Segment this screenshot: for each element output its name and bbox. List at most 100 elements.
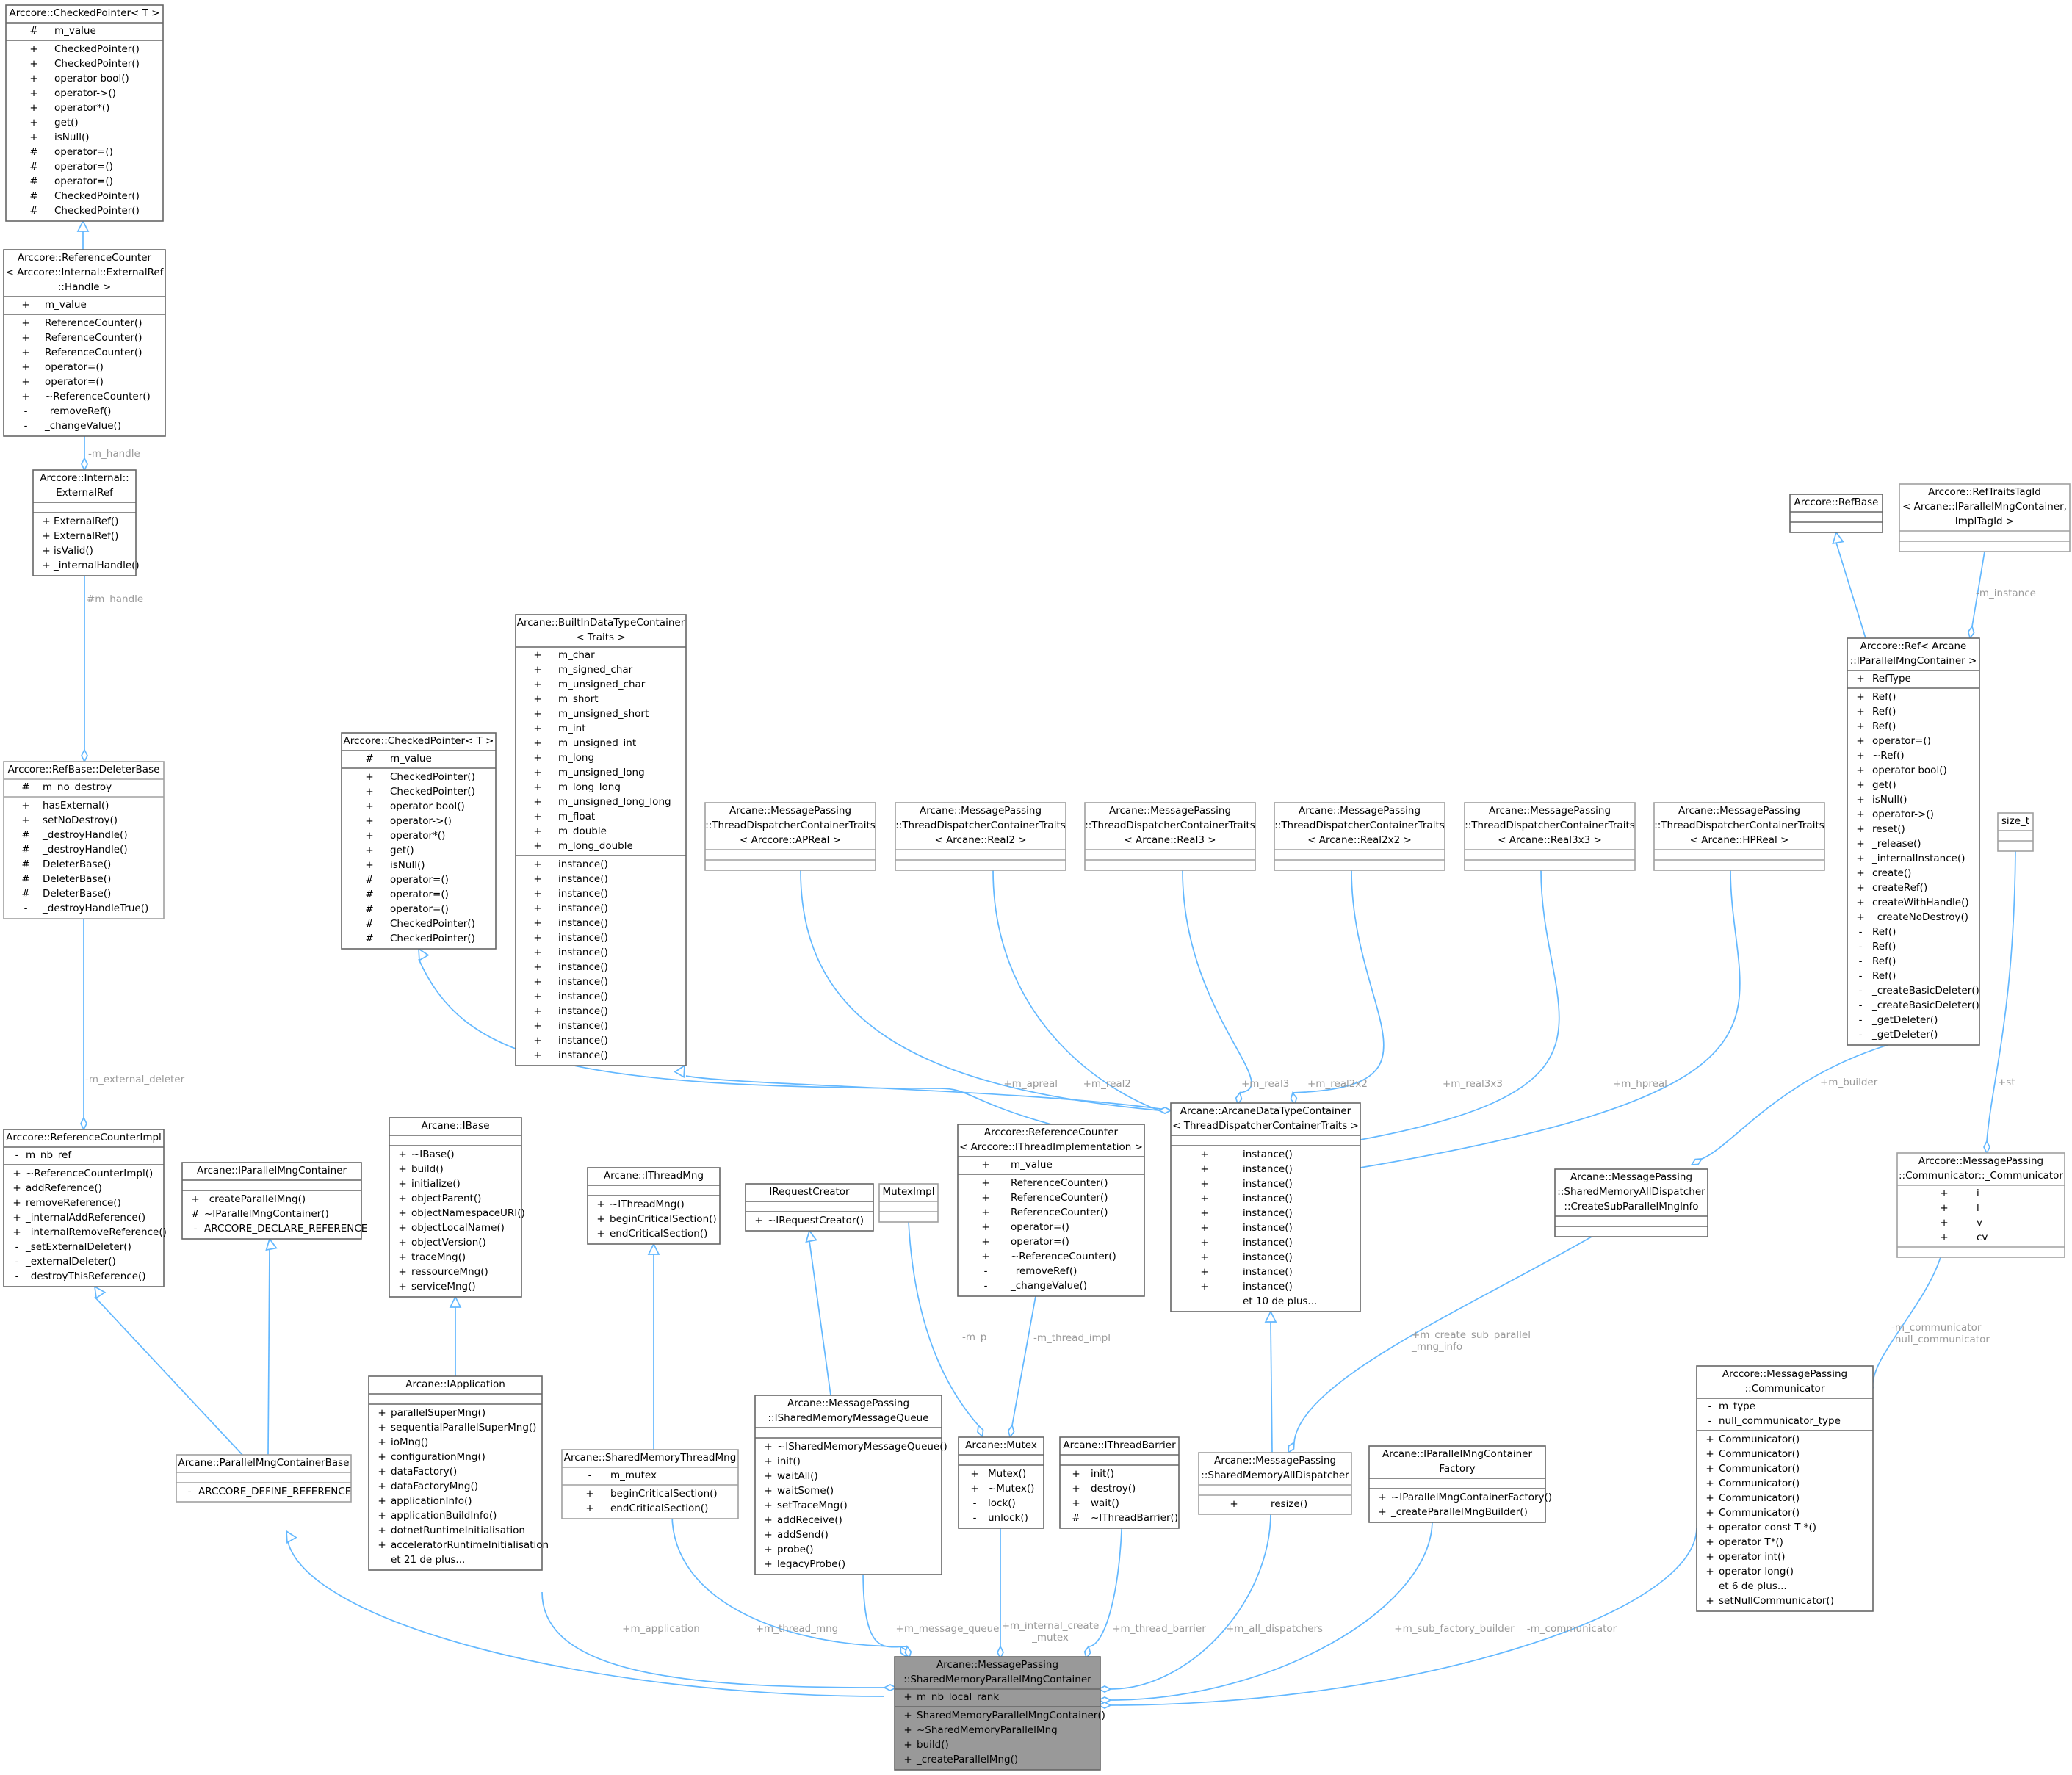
class-node-checked-mid[interactable]: Arccore::CheckedPointer< T >#m_value+Che…	[341, 732, 497, 950]
visibility-symbol: +	[754, 1215, 762, 1226]
class-node-traits-real2[interactable]: Arcane::MessagePassing::ThreadDispatcher…	[895, 802, 1066, 871]
label-st: +st	[1998, 1077, 2015, 1088]
class-box	[754, 1395, 942, 1575]
label-m-builder: +m_builder	[1820, 1077, 1878, 1088]
method-name: _createBasicDeleter()	[1871, 985, 1979, 997]
method-name: reset()	[1872, 823, 1905, 835]
edge-labels: -m_handle#m_handle-m_external_deleter-m_…	[85, 448, 2036, 1644]
visibility-symbol: +	[1856, 838, 1864, 850]
visibility-symbol: +	[42, 545, 50, 557]
class-node-ibase[interactable]: Arcane::IBase+~IBase()+build()+initializ…	[389, 1117, 525, 1298]
inheritance-arrow	[1832, 531, 1844, 545]
class-node-focus[interactable]: Arcane::MessagePassing::SharedMemoryPara…	[894, 1656, 1105, 1771]
class-title: Arcane::BuiltInDataTypeContainer	[517, 617, 685, 629]
class-node-irequestcreator[interactable]: IRequestCreator+~IRequestCreator()	[745, 1183, 874, 1232]
class-node-communicator[interactable]: Arccore::MessagePassing::Communicator-m_…	[1696, 1365, 1874, 1612]
class-node-refcounter-ext[interactable]: Arccore::ReferenceCounter< Arccore::Inte…	[3, 249, 166, 437]
class-node-refcounter-thread[interactable]: Arccore::ReferenceCounter< Arccore::IThr…	[957, 1124, 1145, 1297]
class-node-traits-real3x3[interactable]: Arcane::MessagePassing::ThreadDispatcher…	[1464, 802, 1636, 871]
visibility-symbol: +	[29, 131, 37, 143]
class-node-createsub[interactable]: Arcane::MessagePassing::SharedMemoryAllD…	[1554, 1168, 1708, 1237]
class-node-parallelmngcontainerbase[interactable]: Arcane::ParallelMngContainerBase-ARCCORE…	[176, 1454, 352, 1503]
visibility-symbol: +	[1856, 809, 1864, 820]
class-node-traits-hpreal[interactable]: Arcane::MessagePassing::ThreadDispatcher…	[1653, 802, 1825, 871]
visibility-symbol: -	[1859, 999, 1863, 1011]
visibility-symbol: +	[1200, 1178, 1208, 1190]
method-name: resize()	[1271, 1498, 1307, 1510]
method-name: create()	[1872, 867, 1911, 879]
visibility-symbol: +	[21, 347, 29, 358]
class-node-arcanedatatype[interactable]: Arcane::ArcaneDataTypeContainer< ThreadD…	[1170, 1102, 1361, 1312]
class-node-ref[interactable]: Arccore::Ref< Arcane::IParallelMngContai…	[1847, 637, 1980, 1046]
visibility-symbol: +	[21, 800, 29, 811]
visibility-symbol: +	[1200, 1281, 1208, 1293]
class-box	[341, 732, 497, 950]
method-name: ReferenceCounter()	[1011, 1207, 1108, 1218]
visibility-symbol: +	[365, 771, 373, 783]
class-node-traits-real3[interactable]: Arcane::MessagePassing::ThreadDispatcher…	[1084, 802, 1256, 871]
class-node-iapplication[interactable]: Arcane::IApplication+parallelSuperMng()+…	[368, 1375, 549, 1571]
class-node-refcounterimpl[interactable]: Arccore::ReferenceCounterImpl-m_nb_ref+~…	[3, 1129, 167, 1287]
method-name: Ref()	[1872, 691, 1896, 703]
class-node-traits-real2x2[interactable]: Arcane::MessagePassing::ThreadDispatcher…	[1274, 802, 1445, 871]
class-node-deleterbase[interactable]: Arccore::RefBase::DeleterBase#m_no_destr…	[3, 761, 165, 919]
class-title: ::Communicator	[1745, 1383, 1825, 1395]
inheritance-arrow	[1264, 1310, 1277, 1323]
class-node-ithreadbarrier[interactable]: Arcane::IThreadBarrier+init()+destroy()+…	[1059, 1436, 1180, 1529]
visibility-symbol: -	[194, 1223, 198, 1234]
class-node-iparallelmngcontainer[interactable]: Arcane::IParallelMngContainer+_createPar…	[181, 1162, 367, 1240]
visibility-symbol: -	[1859, 970, 1863, 982]
class-title: MutexImpl	[882, 1186, 934, 1198]
method-name: Communicator()	[1719, 1492, 1800, 1504]
label-m-application: +m_application	[622, 1623, 700, 1635]
class-node-mutteximpl[interactable]: MutexImpl	[878, 1183, 939, 1223]
inheritance-arrow	[76, 220, 90, 232]
visibility-symbol: +	[378, 1422, 386, 1434]
visibility-symbol: +	[12, 1197, 21, 1209]
class-box	[1847, 637, 1980, 1046]
method-name: objectVersion()	[411, 1237, 486, 1248]
visibility-symbol: +	[42, 516, 50, 527]
class-node-iparallelfactory[interactable]: Arcane::IParallelMngContainerFactory+~IP…	[1368, 1445, 1552, 1523]
visibility-symbol: +	[533, 693, 541, 705]
attribute-name: m_signed_char	[558, 664, 633, 676]
visibility-symbol: +	[596, 1199, 604, 1210]
visibility-symbol: -	[1859, 985, 1863, 997]
class-node-reftraits[interactable]: Arccore::RefTraitsTagId< Arcane::IParall…	[1899, 483, 2071, 552]
aggregation-diamond	[1007, 1424, 1015, 1439]
class-box	[587, 1167, 721, 1245]
class-node-size-t[interactable]: size_t	[1997, 812, 2034, 852]
visibility-symbol: +	[1705, 1507, 1714, 1519]
class-node-externalref[interactable]: Arccore::Internal::ExternalRef+ExternalR…	[32, 469, 140, 576]
class-node-refbase[interactable]: Arccore::RefBase	[1789, 494, 1883, 533]
method-name: ~IParallelMngContainerFactory()	[1391, 1492, 1552, 1503]
visibility-symbol: +	[42, 560, 50, 571]
class-node-mutex[interactable]: Arcane::Mutex+Mutex()+~Mutex()-lock()-un…	[958, 1436, 1044, 1529]
class-title: Arcane::IThreadMng	[604, 1170, 704, 1182]
method-name: init()	[1091, 1468, 1114, 1480]
class-title: < ThreadDispatcherContainerTraits >	[1172, 1120, 1359, 1132]
method-name: dataFactoryMng()	[391, 1481, 478, 1492]
class-title: Arcane::MessagePassing	[936, 1659, 1058, 1671]
class-node-sharedalldispatcher[interactable]: Arcane::MessagePassing::SharedMemoryAllD…	[1198, 1452, 1352, 1515]
visibility-symbol: +	[398, 1193, 406, 1204]
class-node-builtin[interactable]: Arcane::BuiltInDataTypeContainer< Traits…	[515, 614, 687, 1066]
class-node-traits-apreal[interactable]: Arcane::MessagePassing::ThreadDispatcher…	[704, 802, 876, 871]
method-name: _getDeleter()	[1871, 1014, 1938, 1026]
visibility-symbol: +	[596, 1213, 604, 1225]
class-node-checked-top[interactable]: Arccore::CheckedPointer< T >#m_value+Che…	[5, 4, 164, 222]
visibility-symbol: +	[1856, 911, 1864, 923]
class-node--communicator[interactable]: Arccore::MessagePassing::Communicator::_…	[1896, 1152, 2065, 1258]
class-node-sharedthreadmng[interactable]: Arcane::SharedMemoryThreadMng-m_mutex+be…	[561, 1449, 739, 1519]
class-title: Arcane::MessagePassing	[1678, 805, 1800, 817]
visibility-symbol: +	[1200, 1266, 1208, 1278]
method-name: instance()	[1243, 1193, 1293, 1204]
method-name: beginCriticalSection()	[610, 1488, 718, 1500]
label-m-instance: -m_instance	[1976, 588, 2036, 599]
method-name: Ref()	[1872, 970, 1896, 982]
method-name: ~ISharedMemoryMessageQueue()	[777, 1441, 947, 1453]
visibility-symbol: +	[1856, 867, 1864, 879]
class-node-ithreadmng[interactable]: Arcane::IThreadMng+~IThreadMng()+beginCr…	[587, 1167, 721, 1245]
visibility-symbol: +	[1940, 1202, 1948, 1214]
class-node-isharedmq[interactable]: Arcane::MessagePassing::ISharedMemoryMes…	[754, 1395, 947, 1575]
